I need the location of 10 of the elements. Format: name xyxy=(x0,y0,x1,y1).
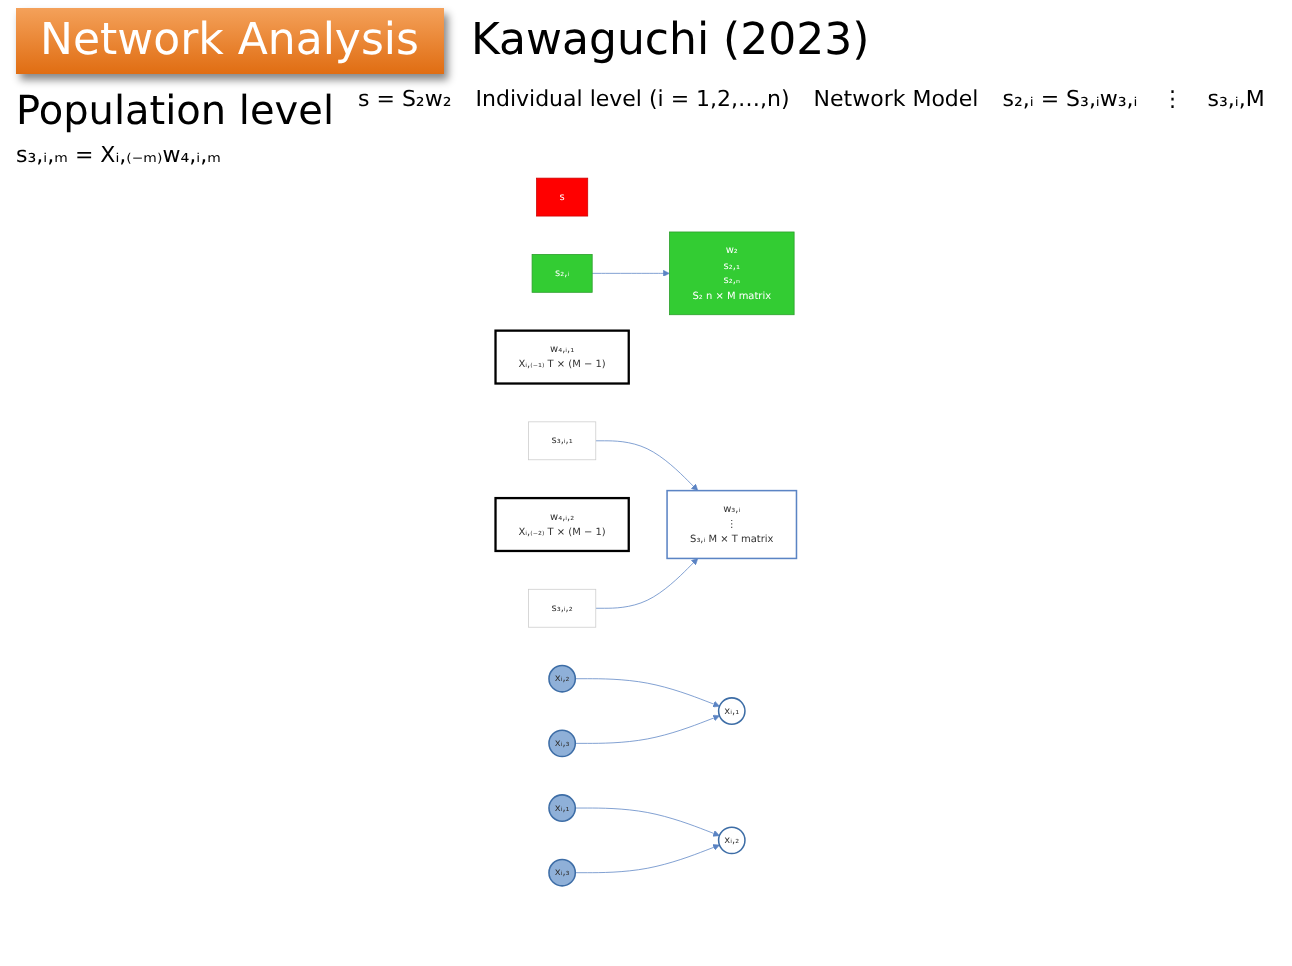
note-text: Individual level (i = 1,2,…,n) xyxy=(475,86,790,116)
note-text: ⋮ xyxy=(1161,86,1184,116)
note-text: s₃,ᵢ,M xyxy=(1207,86,1265,116)
citation-text: Kawaguchi (2023) xyxy=(471,16,870,66)
note-text: s = S₂w₂ xyxy=(358,86,452,116)
note-text: s₂,ᵢ = S₃,ᵢw₃,ᵢ xyxy=(1002,86,1138,116)
note-text: Network Model xyxy=(813,86,979,116)
note-text: Population level xyxy=(16,86,334,134)
title-banner: Network Analysis xyxy=(16,8,443,74)
note-text: s₃,ᵢ,ₘ = Xᵢ,₍₋ₘ₎w₄,ᵢ,ₘ xyxy=(16,142,221,168)
